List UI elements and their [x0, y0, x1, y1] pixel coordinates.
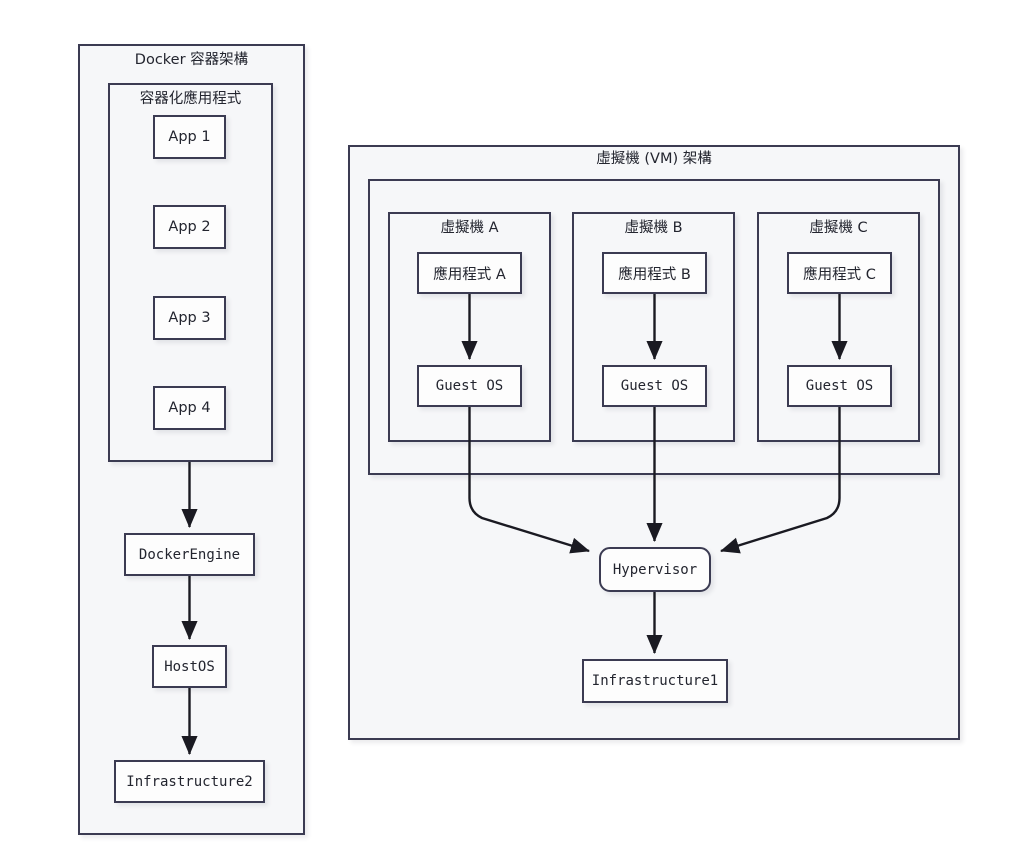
app-1-box[interactable]: App 1	[153, 115, 226, 159]
virtual-machine-a-title: 虛擬機 A	[440, 220, 499, 236]
containerized-apps-title: 容器化應用程式	[139, 91, 242, 107]
app-4-box[interactable]: App 4	[153, 386, 226, 430]
guest-os-c-label: Guest OS	[805, 378, 874, 394]
app-3-box[interactable]: App 3	[153, 296, 226, 340]
infrastructure1-box[interactable]: Infrastructure1	[582, 659, 728, 703]
virtual-machine-b-title: 虛擬機 B	[624, 220, 683, 236]
app-2-label: App 2	[168, 219, 211, 235]
host-os-box[interactable]: HostOS	[152, 645, 227, 688]
app-a-box[interactable]: 應用程式 A	[417, 252, 522, 294]
infrastructure1-label: Infrastructure1	[591, 673, 719, 689]
virtual-machine-b-box	[572, 212, 735, 442]
guest-os-b-label: Guest OS	[620, 378, 689, 394]
guest-os-a-box[interactable]: Guest OS	[417, 365, 522, 407]
docker-panel-title: Docker 容器架構	[134, 52, 249, 68]
guest-os-c-box[interactable]: Guest OS	[787, 365, 892, 407]
docker-engine-box[interactable]: DockerEngine	[124, 533, 255, 576]
infrastructure2-label: Infrastructure2	[126, 773, 253, 790]
app-a-label: 應用程式 A	[433, 266, 506, 283]
app-4-label: App 4	[168, 400, 211, 416]
app-2-box[interactable]: App 2	[153, 205, 226, 249]
app-b-box[interactable]: 應用程式 B	[602, 252, 707, 294]
app-c-box[interactable]: 應用程式 C	[787, 252, 892, 294]
guest-os-a-label: Guest OS	[435, 378, 504, 394]
app-1-label: App 1	[168, 129, 211, 145]
app-3-label: App 3	[168, 310, 211, 326]
vm-panel-title: 虛擬機 (VM) 架構	[596, 151, 712, 167]
guest-os-b-box[interactable]: Guest OS	[602, 365, 707, 407]
virtual-machine-c-title: 虛擬機 C	[809, 220, 868, 236]
hypervisor-box[interactable]: Hypervisor	[599, 547, 711, 592]
hypervisor-label: Hypervisor	[612, 561, 698, 578]
virtual-machine-c-box	[757, 212, 920, 442]
docker-engine-label: DockerEngine	[138, 546, 241, 563]
infrastructure2-box[interactable]: Infrastructure2	[114, 760, 265, 803]
host-os-label: HostOS	[164, 658, 215, 675]
app-b-label: 應用程式 B	[618, 266, 691, 283]
app-c-label: 應用程式 C	[803, 266, 876, 283]
virtual-machine-a-box	[388, 212, 551, 442]
